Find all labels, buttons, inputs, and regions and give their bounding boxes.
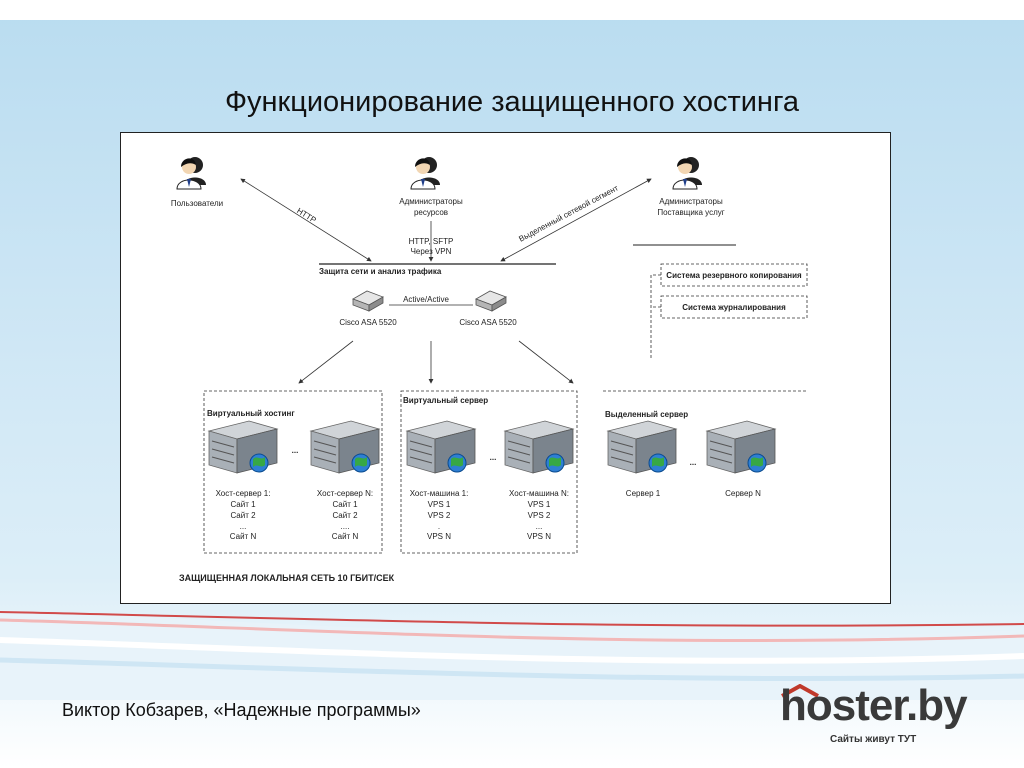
diagram-lines [176, 156, 808, 554]
list-item: Хост-машина N: [509, 489, 569, 498]
virtual-server-label: Виртуальный сервер [403, 396, 489, 405]
slide-title: Функционирование защищенного хостинга [224, 86, 800, 118]
list-item: VPS 1 [527, 500, 551, 509]
list-item: . [437, 522, 441, 531]
users-label: Пользователи [170, 199, 224, 208]
logo-roof-icon [781, 684, 819, 698]
https-sftp-label: HTTP, SFTP [408, 237, 454, 246]
list-item: Сайт N [331, 532, 359, 541]
ellipsis-1: ... [291, 446, 299, 455]
diagram-panel: Пользователи Администраторы ресурсов Адм… [120, 132, 891, 604]
admins-res-label-2: ресурсов [413, 208, 449, 217]
list-item: Сайт 2 [332, 511, 358, 520]
logging-label: Система журналирования [682, 303, 786, 312]
list-item: Сайт 1 [230, 500, 256, 509]
list-item: Сайт N [229, 532, 257, 541]
virtual-hosting-label: Виртуальный хостинг [207, 409, 295, 418]
ellipsis-2: ... [489, 453, 497, 462]
list-item: Сайт 2 [230, 511, 256, 520]
list-item: Хост-машина 1: [409, 489, 469, 498]
hoster-logo: hoster.by Сайты живут ТУТ [780, 681, 980, 746]
list-item: ... [239, 522, 247, 531]
asa2-label: Cisco ASA 5520 [459, 318, 517, 327]
active-active-label: Active/Active [403, 295, 449, 304]
decorative-waves [0, 610, 1024, 700]
admins-res-label-1: Администраторы [399, 197, 463, 206]
author-footer: Виктор Кобзарев, «Надежные программы» [62, 700, 421, 720]
logo-text: hoster.by [780, 681, 968, 730]
list-item: Хост-сервер 1: [215, 489, 271, 498]
admins-prov-label-2: Поставщика услуг [657, 208, 725, 217]
list-item: ... [535, 522, 543, 531]
list-item: VPS 2 [427, 511, 451, 520]
list-item: Хост-сервер N: [316, 489, 374, 498]
list-item: Сайт 1 [332, 500, 358, 509]
list-item: VPS N [526, 532, 551, 541]
logo-tagline: Сайты живут ТУТ [830, 734, 917, 745]
vpn-label: Через VPN [410, 247, 452, 256]
ellipsis-3: ... [689, 458, 697, 467]
top-bar [0, 0, 1024, 20]
admins-prov-label-1: Администраторы [659, 197, 723, 206]
dedicated-server-label: Выделенный сервер [605, 410, 689, 419]
list-item: .... [340, 522, 350, 531]
list-item: VPS N [426, 532, 451, 541]
security-zone-label: Защита сети и анализ трафика [319, 267, 442, 276]
list-item: VPS 1 [427, 500, 451, 509]
backup-label: Система резервного копирования [666, 271, 802, 280]
server-n-label: Сервер N [725, 489, 761, 498]
network-label: ЗАЩИЩЕННАЯ ЛОКАЛЬНАЯ СЕТЬ 10 ГБИТ/СЕК [179, 573, 395, 583]
server-1-label: Сервер 1 [625, 489, 661, 498]
list-item: VPS 2 [527, 511, 551, 520]
asa1-label: Cisco ASA 5520 [339, 318, 397, 327]
